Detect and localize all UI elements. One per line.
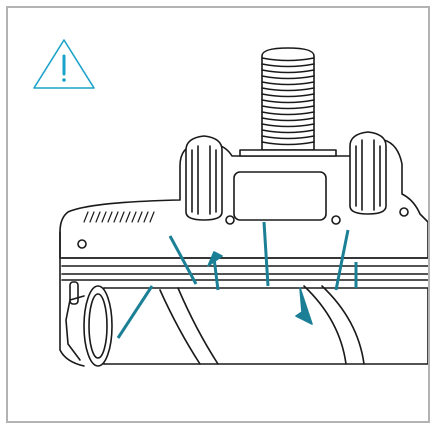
hose-rib [261,123,315,128]
hose-rib [261,105,315,110]
hose-rib [261,117,315,122]
hose-rib [261,57,315,62]
hose-neck [261,47,315,151]
grip-ridge [149,211,155,223]
grip-ridge [113,211,119,223]
hose-rib [261,141,315,146]
screw [225,215,235,225]
screw [399,207,409,217]
hose-rib [261,111,315,116]
grip-ridge [89,211,95,223]
grip-ridge [131,211,137,223]
warning-triangle-icon [33,39,95,89]
hose-rib [261,75,315,80]
grip-ridge [143,211,149,223]
grip-ridge [137,211,143,223]
grip-ridge [119,211,125,223]
screw [331,215,341,225]
grip-ridge [107,211,113,223]
grip-ridge [95,211,101,223]
screw [77,239,87,249]
tangled-debris [116,221,358,339]
grip-ridge [83,211,89,223]
brush-head-housing [59,131,428,281]
hose-rib [261,63,315,68]
hose-rib [261,87,315,92]
hose-rib [261,93,315,98]
brush-roller [59,231,428,367]
hose-rib [261,99,315,104]
grip-ridge [101,211,107,223]
hose-rib [261,135,315,140]
hose-rib [261,69,315,74]
label-plate [233,171,327,221]
hose-rib [261,129,315,134]
grip-ridge [125,211,131,223]
hose-rib [261,81,315,86]
